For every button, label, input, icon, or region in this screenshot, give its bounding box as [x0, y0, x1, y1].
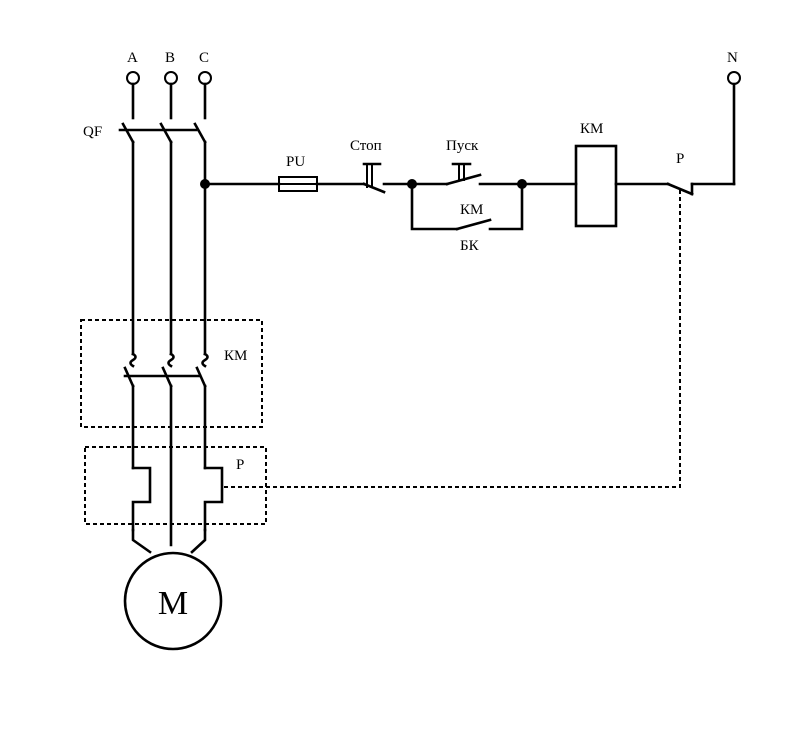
terminal-b — [164, 71, 178, 120]
label-phase-a: A — [127, 50, 138, 66]
label-neutral: N — [727, 50, 738, 66]
stop-button — [362, 162, 414, 194]
thermal-relay-box: Р — [84, 446, 267, 532]
label-start: Пуск — [446, 138, 479, 154]
label-stop: Стоп — [350, 138, 382, 154]
label-thermal-relay: Р — [236, 457, 244, 473]
aux-contact-km — [410, 182, 524, 231]
breaker-qf: QF — [83, 122, 207, 356]
contactor-km-box: КМ — [80, 319, 263, 428]
label-motor: М — [158, 585, 188, 622]
label-phase-c: C — [199, 50, 209, 66]
terminal-a — [126, 71, 140, 120]
terminal-c — [198, 71, 212, 120]
control-circuit: PU Стоп Пуск КМ БК — [200, 121, 736, 254]
relay-contact-p — [666, 182, 736, 196]
coil-km — [574, 144, 618, 228]
label-relay-control: Р — [676, 151, 684, 167]
label-phase-b: B — [165, 50, 175, 66]
label-aux-contact: КМ — [460, 202, 483, 218]
terminal-n — [727, 71, 741, 186]
start-button — [445, 162, 524, 186]
label-main-contacts: КМ — [224, 348, 247, 364]
label-coil: КМ — [580, 121, 603, 137]
label-fuse: PU — [286, 154, 305, 170]
motor: М — [123, 551, 223, 651]
label-breaker: QF — [83, 124, 102, 140]
mechanical-link — [222, 190, 681, 488]
label-aux-block: БК — [460, 238, 480, 254]
